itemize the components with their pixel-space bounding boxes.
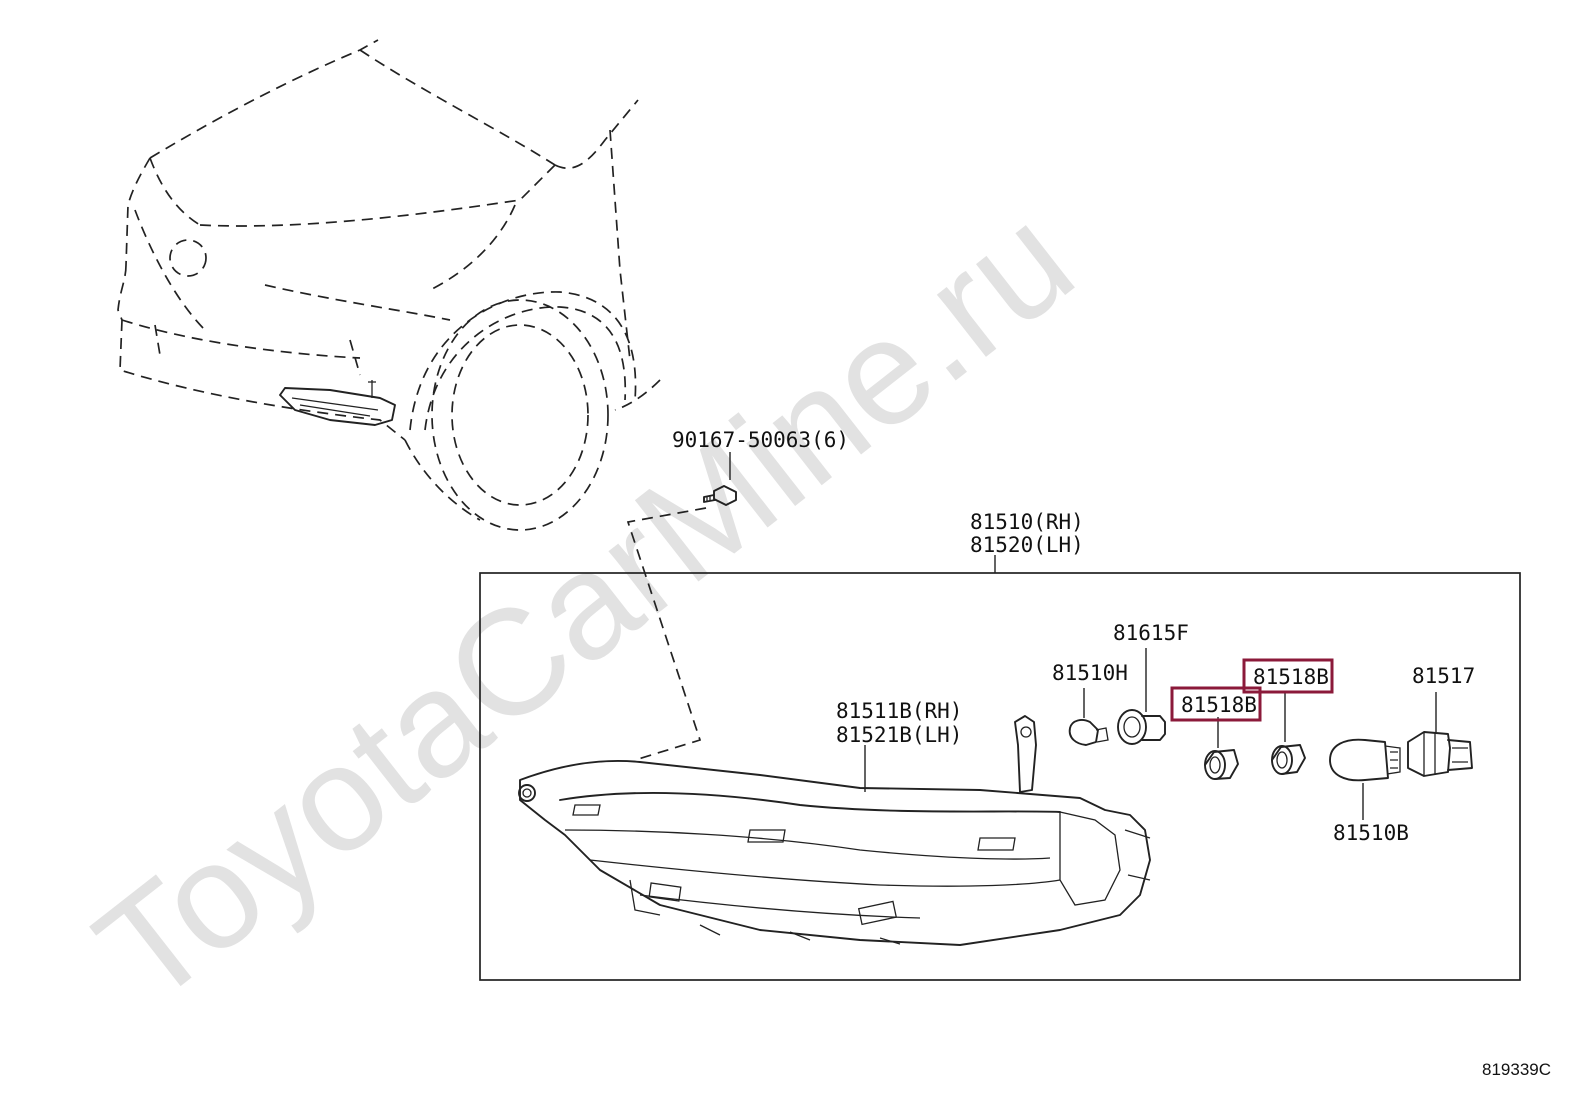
bolt-part-number: 90167-50063(6) — [672, 428, 849, 452]
large-socket-part — [1407, 731, 1473, 777]
assembly-lh-part-number: 81520(LH) — [970, 533, 1084, 557]
grommet-b-highlight — [1242, 658, 1334, 694]
housing-lh-part-number: 81521B(LH) — [836, 723, 962, 747]
grommet-a-highlight — [1170, 686, 1262, 722]
exploded-view-frame — [479, 572, 1521, 981]
small-socket-part — [1117, 709, 1166, 745]
watermark: ToyotaCarMine.ru — [66, 174, 1102, 1035]
assembly-rh-part-number: 81510(RH) — [970, 510, 1084, 534]
large-socket-part-number: 81517 — [1412, 664, 1475, 688]
grommet-b-part-number: 81518B — [1253, 665, 1329, 689]
vehicle-outline — [117, 39, 661, 531]
small-socket-part-number: 81615F — [1113, 621, 1189, 645]
housing-rh-part-number: 81511B(RH) — [836, 699, 962, 723]
grommet-b-part — [1271, 744, 1306, 775]
large-bulb-part — [1329, 738, 1401, 782]
large-bulb-part-number: 81510B — [1333, 821, 1409, 845]
grommet-a-part — [1204, 749, 1239, 780]
bolt-part — [703, 485, 737, 506]
small-bulb-part-number: 81510H — [1052, 661, 1128, 685]
grommet-a-part-number: 81518B — [1181, 693, 1257, 717]
diagram-code: 819339C — [1482, 1060, 1551, 1079]
fog-lamp-housing — [518, 715, 1151, 946]
small-bulb-part — [1068, 719, 1109, 746]
